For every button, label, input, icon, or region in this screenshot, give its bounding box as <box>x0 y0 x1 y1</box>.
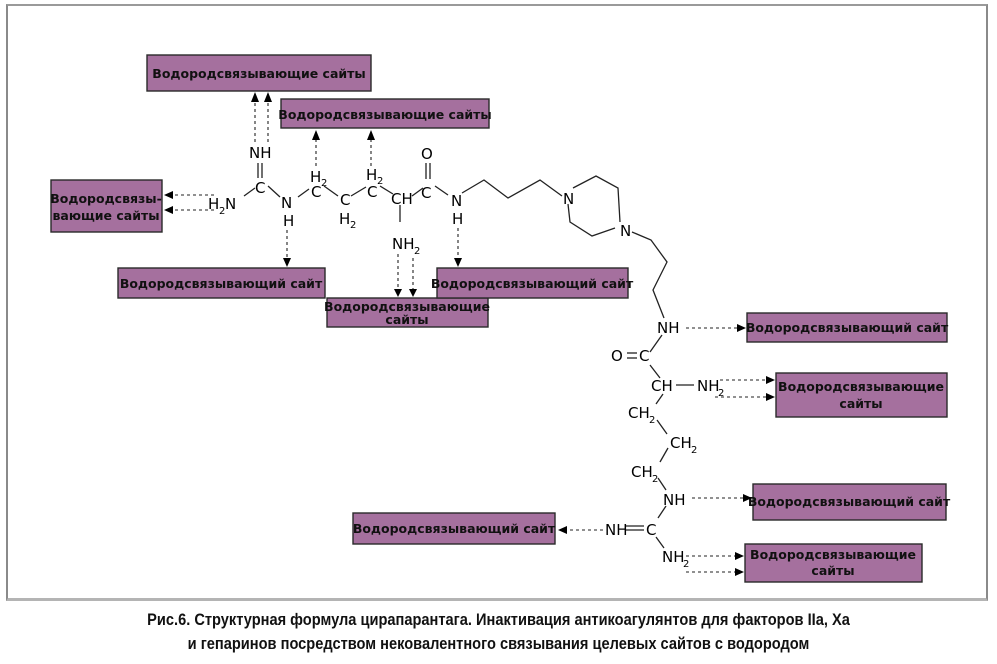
subscript: 2 <box>414 246 420 257</box>
site-box-label: Водородсвязывающие <box>778 379 944 394</box>
hbond-arrows <box>164 92 775 576</box>
site-box-label: Водородсвязывающие <box>324 299 490 314</box>
site-box-label: Водородсвязывающие сайты <box>278 107 491 122</box>
atom-nh: NH <box>663 491 686 509</box>
atom-c: C <box>255 179 265 197</box>
arrowhead-down <box>454 258 462 267</box>
site-box-left: Водородсвязы- вающие сайты <box>50 179 163 233</box>
arrowhead-down <box>394 289 402 297</box>
atom-ch2: CH <box>631 463 653 481</box>
atom-n: N <box>225 195 236 213</box>
site-box-label: Водородсвязывающий сайт <box>120 276 323 291</box>
arrowhead-right <box>766 393 775 401</box>
atom-nh: NH <box>605 521 628 539</box>
molecule-bonds <box>243 163 694 549</box>
arrowhead-right <box>766 376 775 384</box>
site-box-right-3: Водородсвязывающий сайт <box>748 483 951 521</box>
site-box-label: Водородсвязы- <box>50 191 162 206</box>
atom-h: H <box>452 210 463 228</box>
molecule-diagram: Водородсвязывающие сайты Водородсвязываю… <box>50 54 951 583</box>
arrowhead-down <box>409 289 417 297</box>
atom-c: C <box>311 183 321 201</box>
site-box-label: Водородсвязывающий сайт <box>431 276 634 291</box>
arrowhead-left <box>558 526 567 534</box>
arrowhead-up <box>251 92 259 102</box>
arrowhead-up <box>264 92 272 102</box>
site-box-label: Водородсвязывающие <box>750 547 916 562</box>
atom-o: O <box>611 347 623 365</box>
atom-nh: NH <box>249 144 272 162</box>
atom-h: H <box>366 166 377 184</box>
atom-c: C <box>421 184 431 202</box>
site-box-top-mid: Водородсвязывающие сайты <box>278 98 492 129</box>
atom-o: O <box>421 145 433 163</box>
subscript: 2 <box>718 388 724 399</box>
subscript: 2 <box>377 176 383 187</box>
atom-h: H <box>310 168 321 186</box>
arrowhead-left <box>164 206 173 214</box>
site-box-label: вающие сайты <box>52 208 159 223</box>
atom-c: C <box>367 183 377 201</box>
figure-caption: Рис.6. Структурная формула цирапарантага… <box>70 608 927 656</box>
caption-line-1: Рис.6. Структурная формула цирапарантага… <box>147 610 850 629</box>
atom-c: C <box>340 191 350 209</box>
site-box-label: сайты <box>811 563 854 578</box>
site-box-right-4: Водородсвязывающие сайты <box>744 543 923 583</box>
atom-nh2: NH <box>392 235 415 253</box>
figure-frame <box>6 4 988 601</box>
arrowhead-right <box>743 494 752 502</box>
site-box-lower-left: Водородсвязывающий сайт <box>352 512 556 545</box>
arrowhead-left <box>164 191 173 199</box>
arrowhead-right <box>735 552 744 560</box>
site-box-right-2: Водородсвязывающие сайты <box>775 372 948 418</box>
subscript: 2 <box>683 559 689 570</box>
site-box-right-1: Водородсвязывающий сайт <box>746 312 949 343</box>
atom-ch2: CH <box>670 434 692 452</box>
atom-n: N <box>451 192 462 210</box>
atom-n-piperazine: N <box>620 222 631 240</box>
site-box-label: Водородсвязывающий сайт <box>353 521 556 536</box>
site-box-bottom-left: Водородсвязывающий сайт <box>117 267 326 299</box>
site-box-bottom-right: Водородсвязывающий сайт <box>431 267 634 299</box>
atom-nh2: NH <box>697 377 720 395</box>
subscript: 2 <box>219 206 225 217</box>
subscript: 2 <box>691 445 697 456</box>
arrowhead-right <box>735 568 744 576</box>
atom-h: H <box>339 210 350 228</box>
site-box-bottom-mid: Водородсвязывающие сайты <box>324 297 490 328</box>
arrowhead-down <box>283 258 291 267</box>
site-box-label: сайты <box>839 396 882 411</box>
atom-ch: CH <box>391 190 413 208</box>
atom-c: C <box>639 347 649 365</box>
atom-labels: NH H 2 N C N H H 2 C C H 2 H 2 C CH O C … <box>208 144 724 570</box>
site-box-label: Водородсвязывающий сайт <box>746 320 949 335</box>
subscript: 2 <box>350 220 356 231</box>
subscript: 2 <box>321 178 327 189</box>
atom-h2n: H <box>208 195 219 213</box>
atom-ch2: CH <box>628 404 650 422</box>
atom-nh2: NH <box>662 548 685 566</box>
arrowhead-up <box>312 130 320 140</box>
atom-ch: CH <box>651 377 673 395</box>
atom-c: C <box>646 521 656 539</box>
site-box-label: Водородсвязывающие сайты <box>152 66 365 81</box>
atom-nh: NH <box>657 319 680 337</box>
atom-n: N <box>281 194 292 212</box>
subscript: 2 <box>649 415 655 426</box>
site-box-label: сайты <box>385 312 428 327</box>
arrowhead-up <box>367 130 375 140</box>
arrowhead-right <box>737 324 746 332</box>
atom-n-piperazine: N <box>563 190 574 208</box>
atom-h: H <box>283 212 294 230</box>
subscript: 2 <box>652 474 658 485</box>
caption-line-2: и гепаринов посредством нековалентного с… <box>187 634 810 653</box>
site-box-top-left: Водородсвязывающие сайты <box>146 54 372 92</box>
site-box-label: Водородсвязывающий сайт <box>748 494 951 509</box>
